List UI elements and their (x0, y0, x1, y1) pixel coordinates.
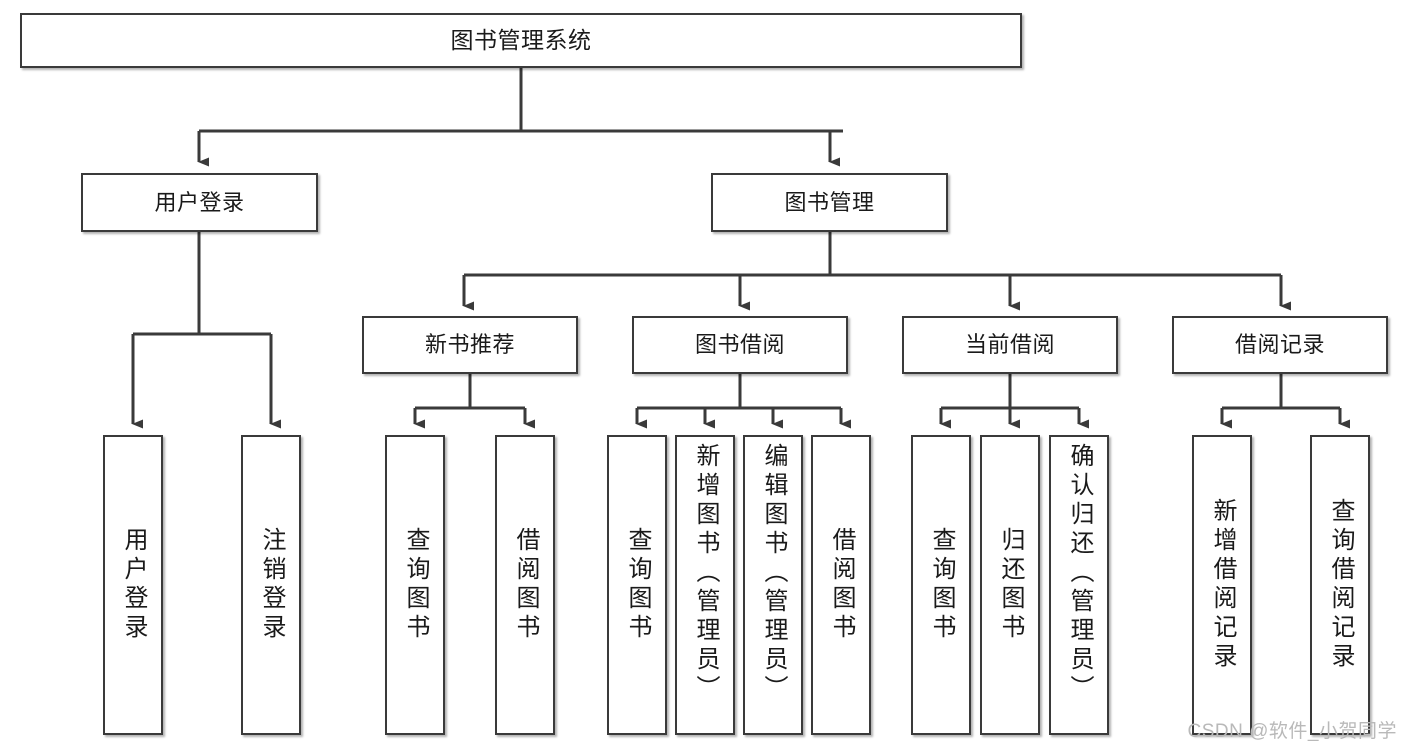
node-root-book-management-system[interactable]: 图书管理系统 (20, 13, 1022, 68)
node-current-borrow[interactable]: 当前借阅 (902, 316, 1118, 374)
node-label: 查询图书 (928, 527, 955, 643)
node-label: 确认归还（管理员） (1066, 443, 1093, 704)
leaf-return-book[interactable]: 归还图书 (980, 435, 1040, 735)
node-label: 借阅图书 (828, 527, 855, 643)
node-book-management[interactable]: 图书管理 (711, 173, 948, 232)
node-label: 当前借阅 (964, 332, 1055, 358)
node-label: 查询图书 (624, 527, 651, 643)
node-label: 编辑图书（管理员） (760, 443, 787, 704)
node-label: 图书管理 (784, 189, 875, 215)
leaf-query-book-borrow[interactable]: 查询图书 (607, 435, 667, 735)
leaf-query-book-recommend[interactable]: 查询图书 (385, 435, 445, 735)
node-label: 借阅记录 (1234, 332, 1325, 358)
leaf-add-borrow-record[interactable]: 新增借阅记录 (1192, 435, 1252, 735)
leaf-query-book-current[interactable]: 查询图书 (911, 435, 971, 735)
node-book-borrow[interactable]: 图书借阅 (632, 316, 848, 374)
leaf-query-borrow-record[interactable]: 查询借阅记录 (1310, 435, 1370, 735)
leaf-logout-login[interactable]: 注销登录 (241, 435, 301, 735)
leaf-borrow-book-borrow[interactable]: 借阅图书 (811, 435, 871, 735)
node-label: 查询图书 (402, 527, 429, 643)
node-label: 新书推荐 (424, 332, 515, 358)
node-borrow-record[interactable]: 借阅记录 (1172, 316, 1388, 374)
node-label: 图书借阅 (694, 332, 785, 358)
leaf-confirm-return-admin[interactable]: 确认归还（管理员） (1049, 435, 1109, 735)
node-label: 新增借阅记录 (1209, 498, 1236, 672)
node-label: 借阅图书 (512, 527, 539, 643)
node-label: 注销登录 (258, 527, 285, 643)
node-label: 用户登录 (120, 527, 147, 643)
node-new-book-recommend[interactable]: 新书推荐 (362, 316, 578, 374)
leaf-add-book-admin[interactable]: 新增图书（管理员） (675, 435, 735, 735)
node-label: 用户登录 (154, 189, 245, 215)
leaf-edit-book-admin[interactable]: 编辑图书（管理员） (743, 435, 803, 735)
node-label: 归还图书 (997, 527, 1024, 643)
node-user-login[interactable]: 用户登录 (81, 173, 318, 232)
node-label: 新增图书（管理员） (692, 443, 719, 704)
leaf-user-login[interactable]: 用户登录 (103, 435, 163, 735)
node-label: 图书管理系统 (450, 26, 592, 53)
leaf-borrow-book-recommend[interactable]: 借阅图书 (495, 435, 555, 735)
node-label: 查询借阅记录 (1327, 498, 1354, 672)
